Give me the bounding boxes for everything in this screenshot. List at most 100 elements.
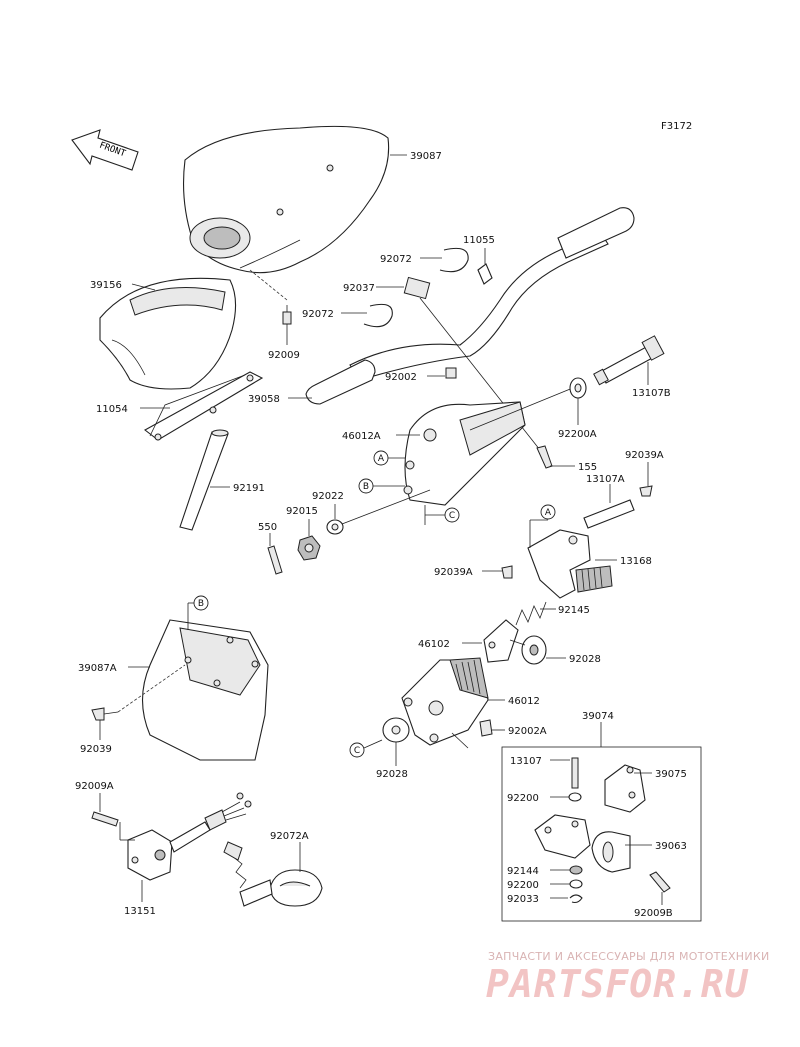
callout-a-upper: A — [373, 450, 389, 466]
label-46012A: 46012A — [342, 431, 381, 442]
label-92002: 92002 — [385, 372, 417, 383]
screw-92039A-left — [501, 565, 513, 579]
label-92015: 92015 — [286, 506, 318, 517]
label-39087: 39087 — [410, 151, 442, 162]
handlebar-pad-39156 — [99, 277, 237, 390]
svg-text:B: B — [198, 599, 204, 609]
label-92039: 92039 — [80, 744, 112, 755]
bolt-155 — [536, 445, 553, 469]
label-92028-left: 92028 — [376, 769, 408, 780]
svg-text:A: A — [378, 454, 385, 464]
label-13107A: 13107A — [586, 474, 625, 485]
label-13107B: 13107B — [632, 388, 671, 399]
label-155: 155 — [578, 462, 597, 473]
washer-92028-right — [521, 635, 547, 665]
washer-92022 — [326, 519, 344, 535]
label-92072-top: 92072 — [380, 254, 412, 265]
block-assembly — [534, 814, 591, 859]
bracket-39075 — [604, 764, 646, 813]
label-92191: 92191 — [233, 483, 265, 494]
bracket-11054 — [143, 371, 264, 441]
washer-92200-b — [569, 879, 583, 889]
steering-holder-46012 — [401, 657, 489, 746]
label-46012: 46012 — [508, 696, 540, 707]
label-39063: 39063 — [655, 841, 687, 852]
washer-92028-left — [382, 717, 410, 743]
bolt-92009 — [282, 305, 292, 325]
label-39074: 39074 — [582, 711, 614, 722]
label-92009: 92009 — [268, 350, 300, 361]
clip-92033 — [569, 894, 583, 904]
callout-c-upper: C — [444, 507, 460, 523]
label-11054: 11054 — [96, 404, 128, 415]
screw-92039 — [91, 707, 119, 721]
label-92145: 92145 — [558, 605, 590, 616]
screw-92009B — [649, 871, 671, 893]
label-92022: 92022 — [312, 491, 344, 502]
svg-text:B: B — [363, 482, 369, 492]
block-46102 — [483, 619, 519, 663]
label-92072A: 92072A — [270, 831, 309, 842]
handlebar-cover-39087 — [183, 125, 390, 274]
washer-92200A — [569, 377, 587, 399]
label-92009A: 92009A — [75, 781, 114, 792]
label-92039A-right: 92039A — [625, 450, 664, 461]
watermark-logo: PARTSFOR.RU — [486, 962, 749, 1006]
label-92072-mid: 92072 — [302, 309, 334, 320]
clip-11055 — [477, 263, 493, 285]
label-39156: 39156 — [90, 280, 122, 291]
block-92037 — [403, 276, 431, 300]
steering-holder-46012A — [403, 401, 526, 506]
spring-92145 — [515, 601, 547, 626]
figure-code: F3172 — [661, 121, 692, 132]
callout-c-lower: C — [349, 742, 365, 758]
label-92200A: 92200A — [558, 429, 597, 440]
label-13107: 13107 — [510, 756, 542, 767]
label-550: 550 — [258, 522, 277, 533]
watermark-caption: ЗАПЧАСТИ И АКСЕССУАРЫ ДЛЯ МОТОТЕХНИКИ — [488, 950, 770, 963]
pin-13107A — [583, 499, 635, 529]
callout-b-upper: B — [358, 478, 374, 494]
clamp-92072-mid — [363, 303, 393, 328]
label-92200-b: 92200 — [507, 880, 539, 891]
svg-text:C: C — [354, 746, 360, 756]
label-92033: 92033 — [507, 894, 539, 905]
handlebar-39058 — [305, 207, 635, 405]
rod-92191 — [179, 429, 229, 531]
label-92028-right: 92028 — [569, 654, 601, 665]
label-39058: 39058 — [248, 394, 280, 405]
svg-text:A: A — [545, 508, 552, 518]
label-92002A: 92002A — [508, 726, 547, 737]
bracket-13168 — [527, 529, 613, 599]
label-92200-a: 92200 — [507, 793, 539, 804]
clamp-92072-top — [439, 247, 469, 273]
clamp-92072A — [223, 841, 323, 907]
nut-92015 — [297, 535, 321, 561]
label-92009B: 92009B — [634, 908, 673, 919]
front-arrow-icon: FRONT — [71, 129, 139, 171]
bracket-39063 — [591, 831, 631, 873]
label-92039A-left: 92039A — [434, 567, 473, 578]
washer-92200-a — [568, 792, 582, 802]
screw-550 — [267, 545, 283, 575]
label-39087A: 39087A — [78, 663, 117, 674]
label-92144: 92144 — [507, 866, 539, 877]
label-13151: 13151 — [124, 906, 156, 917]
label-46102: 46102 — [418, 639, 450, 650]
label-39075: 39075 — [655, 769, 687, 780]
label-11055: 11055 — [463, 235, 495, 246]
callout-a-lower: A — [540, 504, 556, 520]
svg-text:C: C — [449, 511, 455, 521]
label-13168: 13168 — [620, 556, 652, 567]
assembly-box-39074 — [501, 746, 702, 922]
cover-39087A — [142, 619, 269, 761]
bolt-92002A — [479, 719, 493, 737]
screw-92039A-right — [639, 485, 653, 497]
spring-92144 — [569, 865, 583, 875]
callout-b-lower: B — [193, 595, 209, 611]
pin-13107B — [593, 335, 665, 386]
pin-13107 — [571, 757, 579, 789]
screw-92009A — [91, 811, 119, 827]
bolt-92002 — [445, 367, 457, 379]
